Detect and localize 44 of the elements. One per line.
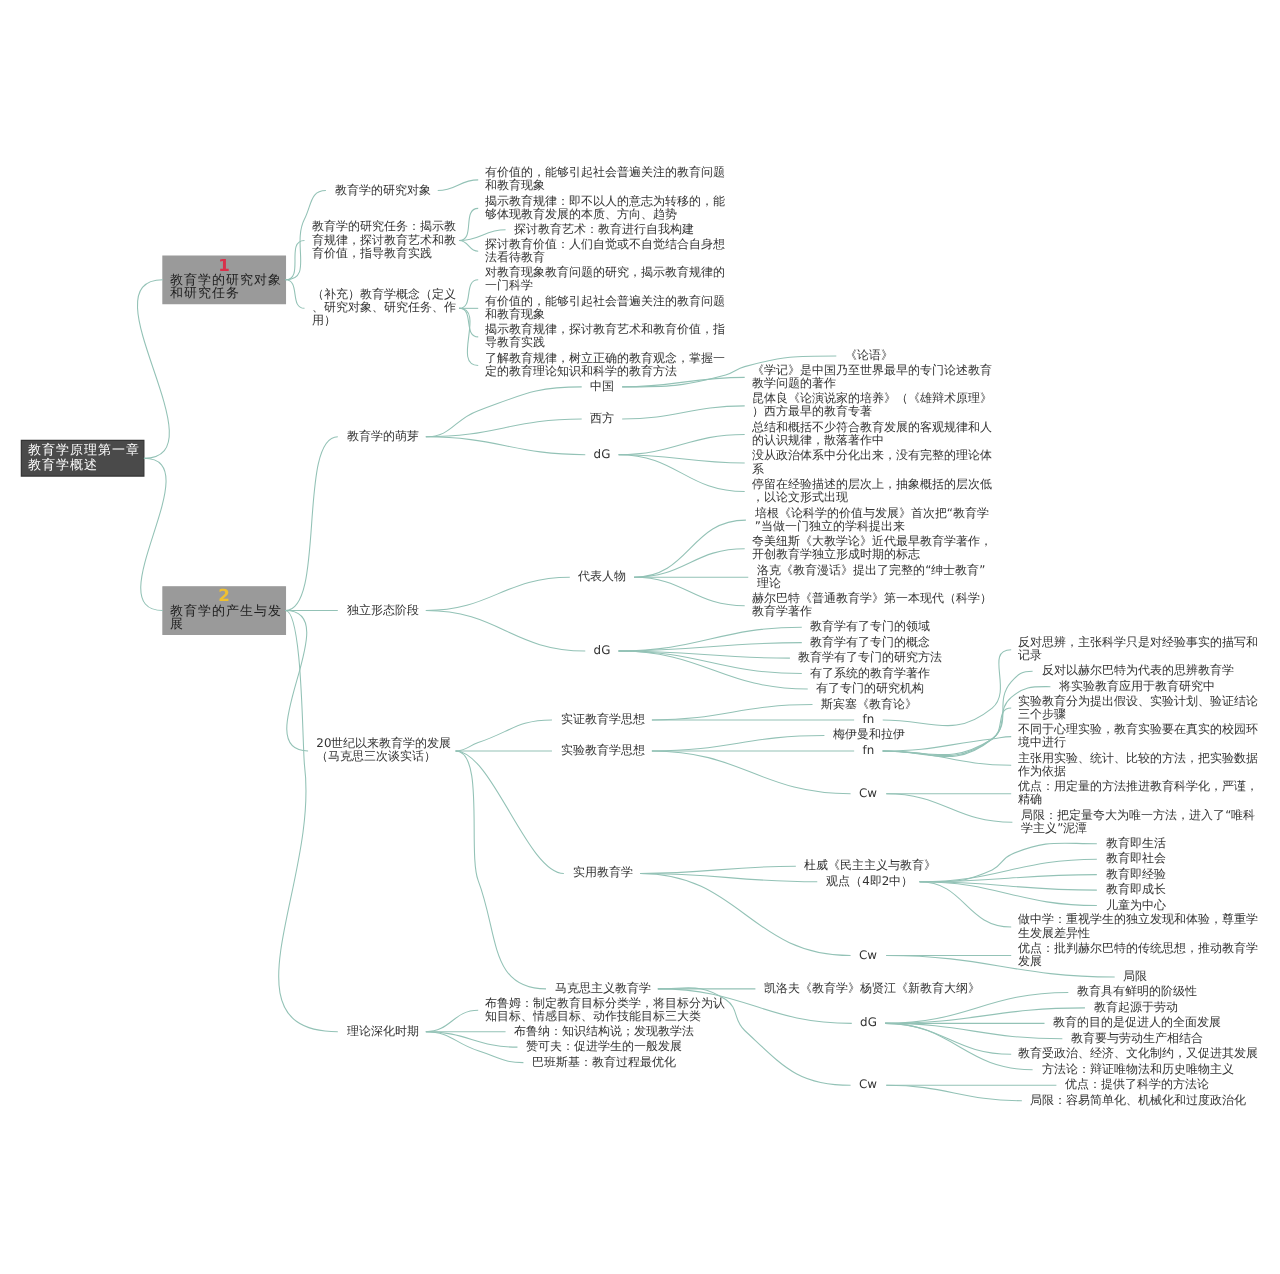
connector: [458, 307, 479, 338]
connector: [621, 355, 837, 388]
connector: [425, 1031, 518, 1048]
connector: [885, 1084, 1023, 1102]
connector: [425, 436, 586, 456]
connector: [278, 610, 339, 1033]
connector: [633, 576, 746, 607]
connector: [618, 650, 809, 690]
connector: [458, 279, 479, 309]
connector: [657, 988, 853, 1024]
connector: [633, 548, 746, 578]
connector: [633, 519, 747, 578]
connector: [458, 207, 479, 242]
connector: [437, 179, 479, 192]
connector: [885, 955, 1116, 978]
connector: [455, 719, 553, 752]
connector: [458, 307, 479, 309]
connector: [425, 1031, 524, 1064]
connector: [140, 457, 167, 612]
connector: [621, 405, 746, 420]
connector: [651, 750, 852, 795]
connector: [136, 279, 170, 459]
connector: [455, 750, 565, 874]
connector: [458, 307, 479, 366]
connector: [621, 376, 746, 388]
connector: [284, 279, 306, 309]
connector: [882, 649, 1012, 727]
connector: [618, 454, 746, 493]
connector: [458, 240, 479, 252]
connector: [284, 610, 309, 752]
connector: [284, 190, 327, 281]
connector: [657, 987, 852, 1086]
connector: [884, 1022, 1034, 1071]
connector: [882, 750, 1012, 766]
connector: [919, 881, 1012, 928]
connector: [885, 793, 1013, 823]
connector: [639, 872, 852, 957]
connector: [458, 229, 507, 242]
connector: [284, 240, 306, 281]
connector: [455, 750, 547, 990]
connector: [651, 719, 855, 721]
connector: [284, 436, 339, 612]
connector: [425, 610, 586, 652]
connector: [455, 750, 553, 752]
